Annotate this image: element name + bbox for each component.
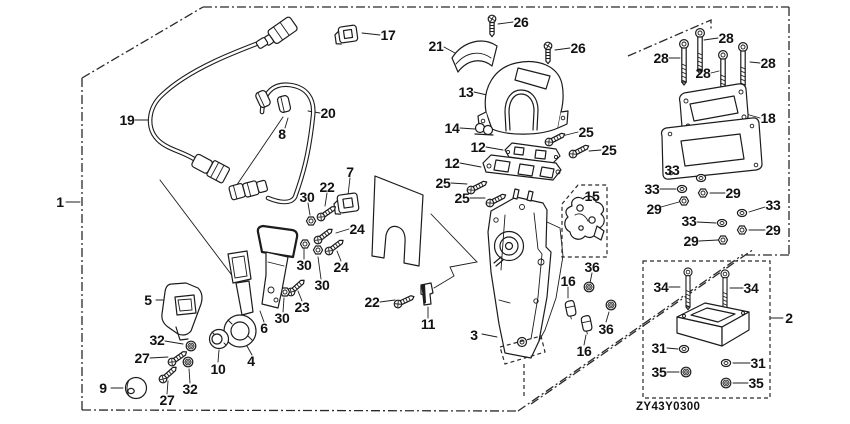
part-label-29: 29 bbox=[683, 233, 699, 249]
part-label-17: 17 bbox=[380, 27, 396, 43]
part-label-27: 27 bbox=[159, 392, 175, 408]
part-15-mechanism bbox=[564, 195, 605, 241]
part-label-30: 30 bbox=[314, 277, 330, 293]
part-label-18: 18 bbox=[760, 110, 776, 126]
part-19-cable bbox=[147, 16, 298, 184]
part-label-28: 28 bbox=[718, 30, 734, 46]
part-label-22: 22 bbox=[364, 294, 380, 310]
part-label-26: 26 bbox=[570, 40, 586, 56]
assembly-1-border bbox=[81, 6, 790, 412]
part-label-29: 29 bbox=[646, 201, 662, 217]
part-label-14: 14 bbox=[444, 120, 460, 136]
part-3-bracket bbox=[487, 188, 564, 397]
part-label-11: 11 bbox=[420, 316, 436, 332]
part-label-23: 23 bbox=[294, 299, 310, 315]
part-8-connector bbox=[255, 89, 271, 109]
part-label-26: 26 bbox=[513, 14, 529, 30]
part-20-cable bbox=[228, 82, 316, 205]
part-label-4: 4 bbox=[247, 353, 255, 369]
part-label-16: 16 bbox=[576, 343, 592, 359]
part-label-6: 6 bbox=[260, 320, 268, 336]
part-2-spacer-block bbox=[676, 302, 750, 347]
part-6-bracket bbox=[256, 224, 299, 309]
cable-19-end-connector bbox=[191, 153, 231, 184]
part-label-35: 35 bbox=[748, 375, 764, 391]
part-label-31: 31 bbox=[651, 340, 667, 356]
part-label-35: 35 bbox=[651, 364, 667, 380]
part-label-28: 28 bbox=[695, 65, 711, 81]
part-label-30: 30 bbox=[296, 257, 312, 273]
part-8-connector bbox=[276, 95, 292, 113]
part-label-12: 12 bbox=[444, 155, 460, 171]
part-label-8: 8 bbox=[278, 126, 286, 142]
part-label-9: 9 bbox=[99, 380, 107, 396]
part-14-clip bbox=[474, 122, 494, 136]
part-4-lever bbox=[223, 250, 257, 348]
part-label-13: 13 bbox=[458, 84, 474, 100]
part-label-5: 5 bbox=[144, 292, 152, 308]
part-label-36: 36 bbox=[598, 321, 614, 337]
setting-plate bbox=[371, 175, 424, 267]
part-label-31: 31 bbox=[750, 355, 766, 371]
part-label-16: 16 bbox=[560, 273, 576, 289]
part-label-19: 19 bbox=[119, 112, 135, 128]
part-label-1: 1 bbox=[56, 194, 64, 210]
part-label-20: 20 bbox=[320, 105, 336, 121]
part-label-29: 29 bbox=[725, 185, 741, 201]
part-7-grommet bbox=[333, 192, 360, 215]
part-12-bracket-lower bbox=[482, 154, 562, 181]
part-label-24: 24 bbox=[333, 259, 349, 275]
part-label-34: 34 bbox=[653, 279, 669, 295]
drawing-code: ZY43Y0300 bbox=[636, 401, 701, 413]
part-17-grommet bbox=[334, 24, 359, 45]
part-label-25: 25 bbox=[578, 124, 594, 140]
part-label-28: 28 bbox=[653, 50, 669, 66]
part-label-25: 25 bbox=[601, 142, 617, 158]
part-label-10: 10 bbox=[210, 361, 226, 377]
part-5-grip bbox=[161, 282, 203, 341]
part-label-24: 24 bbox=[349, 221, 365, 237]
kit-2-box bbox=[642, 260, 771, 399]
part-13-cover bbox=[477, 61, 569, 135]
part-label-33: 33 bbox=[664, 162, 680, 178]
part-label-28: 28 bbox=[760, 55, 776, 71]
part-label-25: 25 bbox=[454, 190, 470, 206]
part-label-7: 7 bbox=[346, 164, 354, 180]
cable-20-end-connectors bbox=[228, 179, 269, 201]
part-label-25: 25 bbox=[435, 175, 451, 191]
part-label-32: 32 bbox=[149, 332, 165, 348]
mount-gasket bbox=[660, 117, 763, 180]
part-21-strip bbox=[451, 40, 498, 73]
part-label-22: 22 bbox=[319, 179, 335, 195]
part-label-21: 21 bbox=[428, 38, 444, 54]
part-label-29: 29 bbox=[765, 222, 781, 238]
part-label-3: 3 bbox=[470, 327, 478, 343]
part-label-27: 27 bbox=[134, 350, 150, 366]
part-label-33: 33 bbox=[644, 181, 660, 197]
part-label-32: 32 bbox=[182, 381, 198, 397]
part-label-12: 12 bbox=[470, 139, 486, 155]
part-9-knob bbox=[124, 376, 148, 400]
part-label-33: 33 bbox=[765, 197, 781, 213]
part-label-30: 30 bbox=[299, 189, 315, 205]
part-label-33: 33 bbox=[681, 213, 697, 229]
part-label-2: 2 bbox=[785, 310, 793, 326]
part-10-grommet bbox=[208, 328, 230, 350]
leader-lines bbox=[65, 21, 784, 395]
part-label-34: 34 bbox=[743, 280, 759, 296]
part-label-15: 15 bbox=[584, 188, 600, 204]
part-11-clip bbox=[420, 282, 434, 306]
part-label-36: 36 bbox=[584, 259, 600, 275]
part-label-30: 30 bbox=[274, 310, 290, 326]
